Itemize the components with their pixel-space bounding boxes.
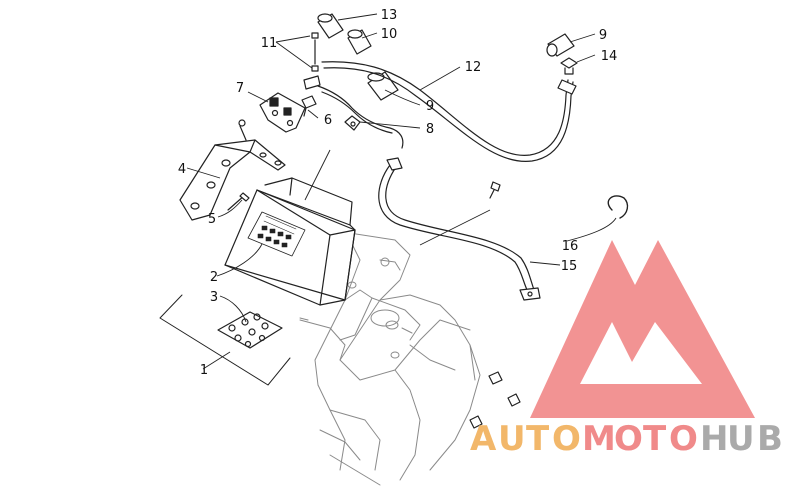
watermark-letter: B [757, 419, 783, 459]
leader-lines [186, 13, 617, 370]
cap-13 [317, 13, 344, 39]
battery-label [247, 211, 306, 257]
bolt-lower-3 [469, 415, 483, 429]
callout-5: 5 [208, 212, 216, 227]
callout-6: 6 [324, 113, 332, 128]
watermark-letter: O [614, 419, 643, 459]
callout-12: 12 [465, 60, 482, 75]
callout-3: 3 [210, 290, 218, 305]
callout-7: 7 [236, 81, 244, 96]
cable-15 [378, 157, 541, 301]
callout-16: 16 [562, 239, 579, 254]
callout-9-upper: 9 [599, 28, 607, 43]
small-connector [301, 95, 317, 117]
watermark-text: A U T O M O T O H U B [470, 419, 783, 459]
watermark-letter: U [498, 419, 526, 459]
callout-4: 4 [178, 162, 186, 177]
callout-14: 14 [601, 49, 618, 64]
nut-14 [560, 57, 578, 75]
watermark-logo [530, 240, 755, 418]
bolt-lower-1 [488, 371, 503, 385]
watermark-letter: T [643, 419, 667, 459]
watermark-letter: T [526, 419, 550, 459]
battery-pad [217, 311, 283, 349]
callout-numbers: 1 2 3 4 5 6 7 8 9 9 10 11 12 13 14 15 16 [178, 8, 617, 378]
callout-11: 11 [261, 36, 278, 51]
frame-chassis [299, 229, 481, 486]
battery [224, 177, 356, 306]
parts-line-art [159, 13, 629, 486]
callout-15: 15 [561, 259, 578, 274]
callout-10: 10 [381, 27, 398, 42]
callout-9-lower: 9 [426, 99, 434, 114]
clip-16 [607, 195, 629, 219]
bolt-upper [489, 181, 501, 199]
logo-triangle-shape [530, 240, 755, 418]
watermark-letter: H [700, 419, 728, 459]
callout-8: 8 [426, 122, 434, 137]
watermark-letter: O [669, 419, 698, 459]
callout-2: 2 [210, 270, 218, 285]
battery-bracket [179, 139, 286, 221]
nut-11 [303, 32, 321, 90]
cap-9-upper [546, 33, 575, 57]
group-1-outline [159, 294, 291, 386]
cable-12 [321, 61, 577, 162]
watermark-letter: U [727, 419, 755, 459]
terminal-holder [259, 92, 306, 133]
callout-1: 1 [200, 363, 208, 378]
watermark-letter: M [582, 419, 616, 459]
watermark-letter: O [552, 419, 581, 459]
watermark-letter: A [470, 419, 497, 459]
callout-13: 13 [381, 8, 398, 23]
battery-label-icons [257, 215, 297, 248]
bracket-bolt [227, 119, 250, 211]
cap-10 [347, 29, 372, 55]
bolt-lower-2 [507, 393, 521, 407]
